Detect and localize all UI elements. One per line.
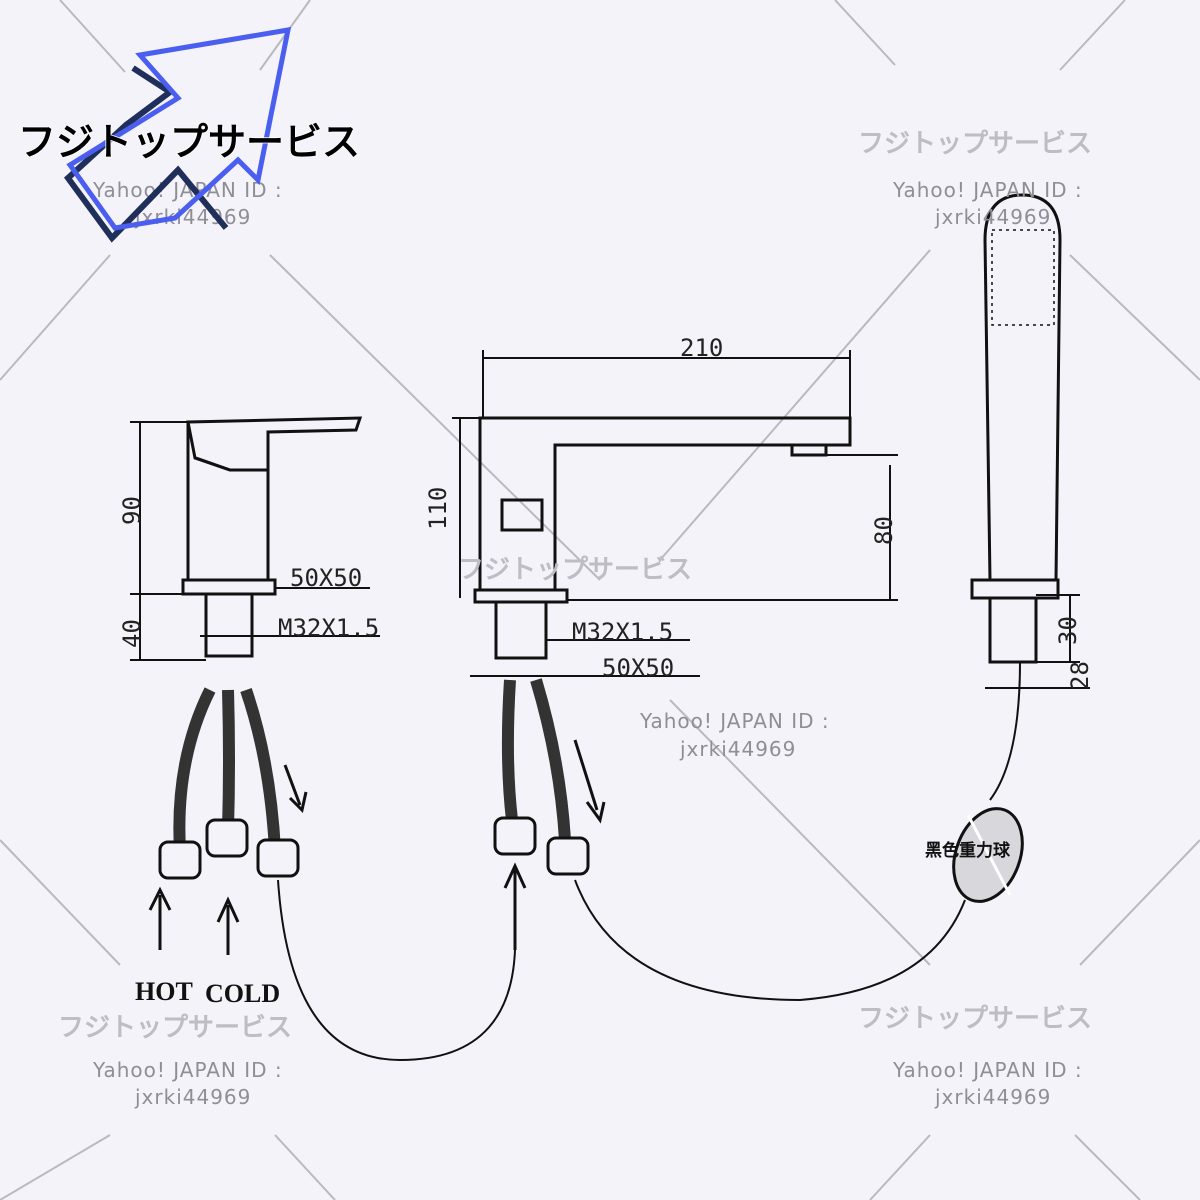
watermark-top-right: フジトップサービス Yahoo! JAPAN ID : jxrki44969 [858, 129, 1092, 229]
watermark-top-left: Yahoo! JAPAN ID : jxrki44969 [92, 178, 282, 229]
watermark-id-label: Yahoo! JAPAN ID : [639, 709, 830, 733]
dim-shower-base-height: 30 [1054, 616, 1082, 645]
logo-text: フジトップサービス [18, 120, 360, 164]
spout-drawing [452, 350, 898, 677]
watermark-brand: フジトップサービス [458, 555, 692, 585]
handle-mixer-drawing [130, 416, 380, 661]
hand-shower-drawing [574, 193, 1090, 1002]
dim-handle-height: 90 [118, 496, 146, 525]
watermark-brand: フジトップサービス [858, 1004, 1092, 1034]
dim-handle-base-height: 40 [118, 619, 146, 648]
label-hot: HOT [135, 977, 193, 1006]
watermark-id-value: jxrki44969 [134, 205, 251, 229]
dim-spout-base-size: 50X50 [602, 654, 674, 682]
dim-shower-base-diameter: 28 [1066, 661, 1094, 690]
watermark-id-value: jxrki44969 [934, 1085, 1051, 1109]
watermark-bottom-left: フジトップサービス Yahoo! JAPAN ID : jxrki44969 [58, 1013, 292, 1109]
dim-spout-thread: M32X1.5 [572, 618, 673, 646]
label-cold: COLD [205, 979, 280, 1008]
watermark-id-label: Yahoo! JAPAN ID : [892, 1058, 1083, 1082]
hoses-drawing [148, 678, 606, 1062]
dim-spout-height: 110 [424, 487, 452, 530]
logo: フジトップサービス [17, 26, 361, 243]
watermark-id-value: jxrki44969 [134, 1085, 251, 1109]
label-weight-ball: 黑色重力球 [925, 840, 1011, 861]
watermark-id-value: jxrki44969 [934, 205, 1051, 229]
watermark-bottom-right: フジトップサービス Yahoo! JAPAN ID : jxrki44969 [858, 1004, 1092, 1109]
watermark-brand: フジトップサービス [58, 1013, 292, 1043]
watermark-id-label: Yahoo! JAPAN ID : [92, 1058, 283, 1082]
dimension-labels: 210 110 80 90 40 50X50 M32X1.5 M32X1.5 5… [118, 334, 1094, 1008]
logo-arrow-icon [66, 26, 292, 231]
watermark-brand: フジトップサービス [858, 129, 1092, 159]
watermark-id-label: Yahoo! JAPAN ID : [892, 178, 1083, 202]
watermark-center: フジトップサービス Yahoo! JAPAN ID : jxrki44969 [458, 555, 830, 761]
dim-handle-thread: M32X1.5 [278, 614, 379, 642]
dim-outlet-height: 80 [870, 516, 898, 545]
watermark-id-value: jxrki44969 [679, 737, 796, 761]
dim-handle-base-size: 50X50 [290, 564, 362, 592]
dim-spout-length: 210 [680, 334, 723, 362]
